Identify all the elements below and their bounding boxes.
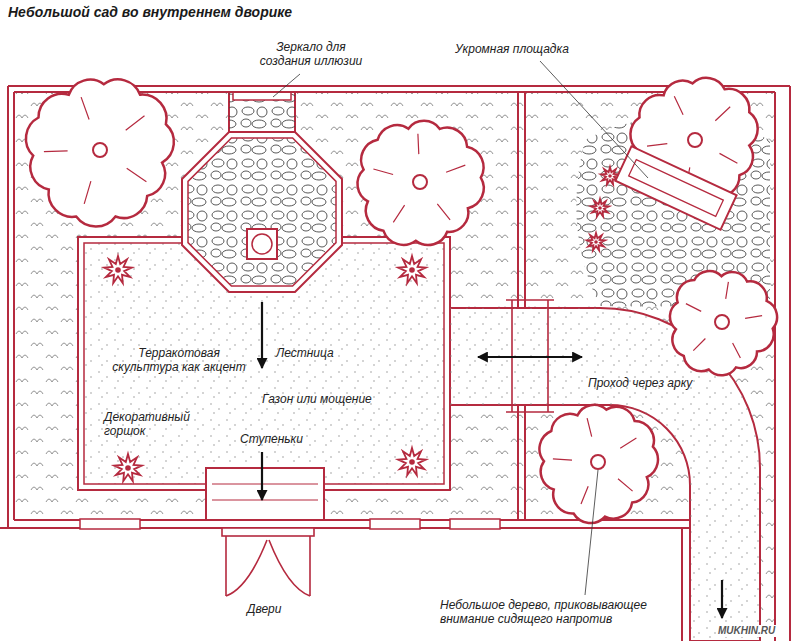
tree (670, 271, 777, 375)
tree-trunk (715, 315, 729, 329)
area-label: Лестница (276, 346, 334, 360)
tree-trunk (93, 143, 107, 157)
decorative-pot (587, 233, 605, 251)
door-swing (226, 540, 310, 596)
direction-arrow (261, 452, 263, 500)
step-line (212, 484, 318, 500)
octagon (182, 132, 342, 292)
callout-label-box: Декоративный горшок (104, 410, 204, 438)
trees (26, 78, 777, 523)
tree-branches (553, 418, 637, 504)
pot-center (115, 267, 121, 273)
decorative-pot (398, 448, 426, 475)
pots (104, 167, 619, 481)
wall (775, 86, 790, 641)
callout-label: Небольшое дерево, приковывающее внимание… (440, 598, 650, 626)
window (370, 519, 420, 529)
tree-canopy (670, 271, 777, 375)
tree (539, 405, 657, 523)
title-box: Небольшой сад во внутреннем дворике (8, 4, 292, 21)
pot-center (409, 267, 415, 273)
tree-canopy (539, 405, 657, 523)
pot-plant (398, 256, 426, 283)
tree (358, 121, 484, 245)
paving-stem (229, 92, 295, 136)
paving-stem (229, 92, 295, 136)
tree-trunk (591, 455, 605, 469)
steps (206, 468, 324, 520)
leader-line (273, 74, 300, 97)
tree-branches (44, 97, 146, 204)
sculpture-base (247, 229, 277, 259)
tree-canopy (26, 79, 174, 226)
pot-plant (587, 233, 605, 251)
pot-plant (114, 454, 142, 481)
direction-arrow (478, 356, 582, 358)
divider-wall (518, 92, 525, 520)
wall (8, 86, 14, 528)
callout-label: Терракотовая скульптура как акцент (104, 346, 254, 374)
area-label: Ступеньки (240, 432, 303, 446)
area-label-box: Лестница (276, 346, 334, 360)
tree-branches (373, 134, 465, 223)
direction-arrow (721, 580, 723, 618)
door-frame (222, 528, 314, 536)
title: Небольшой сад во внутреннем дворике (8, 4, 292, 21)
pot-plant (398, 448, 426, 475)
door-leaf (226, 536, 310, 596)
decorative-pot (114, 454, 142, 481)
callout-label-box: Зеркало для создания иллюзии (250, 40, 372, 68)
bench-seat (629, 160, 724, 217)
callout-label-box: Двери (247, 602, 281, 616)
area-label-box: Газон или мощение (262, 392, 372, 406)
watermark-box: MUKHIN.RU (716, 625, 777, 637)
bench (615, 146, 736, 229)
pot-center (125, 465, 131, 471)
leader-lines (273, 61, 648, 595)
tree-canopy (358, 121, 484, 245)
callout-label: Декоративный горшок (104, 410, 204, 438)
sculpture (252, 234, 272, 254)
window (450, 519, 500, 529)
decorative-pot (591, 199, 609, 217)
pot-center (409, 459, 415, 465)
pot-center (608, 174, 612, 178)
tree-trunk (688, 133, 702, 147)
watermark: MUKHIN.RU (716, 625, 777, 637)
leader-line (585, 470, 598, 595)
area-label-box: Ступеньки (240, 432, 303, 446)
tree-trunk (413, 175, 427, 189)
direction-arrow (261, 302, 263, 368)
tree (26, 79, 174, 226)
callout-label: Двери (247, 602, 281, 616)
callout-label-box: Терракотовая скульптура как акцент (104, 346, 254, 374)
arrows (262, 302, 722, 618)
tree-branches (686, 282, 762, 358)
octagon-paving (182, 92, 342, 292)
pot-center (594, 240, 598, 244)
leader-line (540, 61, 648, 178)
house-wall (682, 520, 690, 641)
callout-label: Укромная площадка (455, 42, 569, 56)
area-label: Газон или мощение (262, 392, 372, 406)
decorative-pot (398, 256, 426, 283)
pot-plant (104, 256, 132, 283)
callout-label-box: Укромная площадка (455, 42, 569, 56)
decorative-pot (104, 256, 132, 283)
callout-label: Зеркало для создания иллюзии (250, 40, 372, 68)
octagon (188, 138, 336, 286)
steps-block (206, 468, 324, 520)
area-label: Проход через арку (588, 376, 692, 390)
pot-plant (591, 199, 609, 217)
pot-center (598, 206, 602, 210)
window (80, 519, 140, 529)
bench-seat (615, 146, 736, 229)
garden-path (450, 116, 770, 641)
area-label-box: Проход через арку (588, 376, 692, 390)
doors (222, 528, 314, 596)
callout-label-box: Небольшое дерево, приковывающее внимание… (440, 598, 650, 626)
mirror (233, 92, 291, 100)
